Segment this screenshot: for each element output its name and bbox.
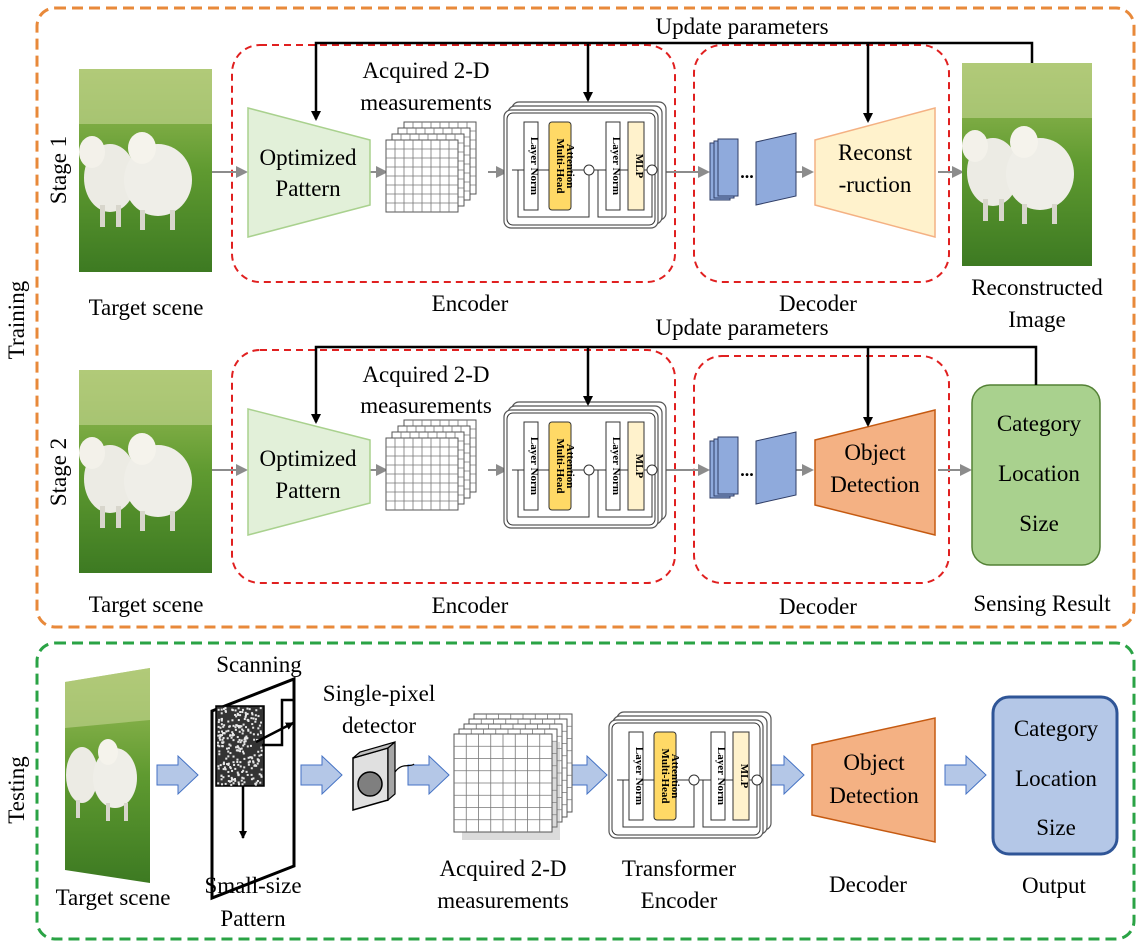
stage2-object-detection-head: Object Detection	[814, 409, 936, 536]
stage2-optimized-pattern: Optimized Pattern	[247, 408, 371, 536]
stage2-target-scene-image	[79, 370, 212, 573]
testing-pattern-label-line2: Pattern	[220, 906, 286, 931]
stage2-measurements-label-line1: Acquired 2-D	[362, 362, 489, 387]
stage2-transformer-block: Layer Norm Multi-Head Attention Layer No…	[503, 401, 667, 529]
stage1-reconstructed-image	[962, 63, 1092, 266]
stage2-result-category: Category	[997, 411, 1082, 436]
stage1-encoder-label: Encoder	[432, 291, 509, 316]
svg-text:Object: Object	[843, 750, 905, 775]
testing-encoder-label-line2: Encoder	[641, 888, 718, 913]
stage1-decoder-label: Decoder	[779, 291, 857, 316]
svg-text:Layer Norm: Layer Norm	[610, 137, 622, 195]
stage2-decoder-label: Decoder	[779, 594, 857, 619]
testing-transformer-block: Layer Norm Multi-Head Attention Layer No…	[608, 711, 772, 839]
svg-text:MLP: MLP	[633, 454, 645, 479]
svg-text:Layer Norm: Layer Norm	[715, 747, 727, 805]
testing-object-detection-head: Object Detection	[811, 717, 936, 843]
stage2-sensing-result-label: Sensing Result	[973, 591, 1111, 616]
svg-text:Attention: Attention	[669, 754, 681, 799]
testing-encoder-label-line1: Transformer	[622, 856, 736, 881]
stage1: Stage 1 Target scene Encoder Decoder	[46, 14, 1103, 332]
stage1-encoder-box	[231, 44, 676, 283]
testing-target-scene-label: Target scene	[56, 885, 171, 910]
svg-text:Pattern: Pattern	[275, 176, 341, 201]
testing-output-label: Output	[1022, 873, 1087, 898]
testing-target-scene-image	[65, 668, 150, 883]
svg-text:Multi-Head: Multi-Head	[554, 439, 566, 494]
testing-measurement-grids	[453, 713, 573, 840]
svg-text:Layer Norm: Layer Norm	[610, 437, 622, 495]
stage1-measurement-grids	[385, 121, 477, 213]
testing-scanning-label: Scanning	[216, 652, 302, 677]
testing-output-category: Category	[1014, 716, 1099, 741]
stage1-transformer-block: Layer Norm Multi-Head Attention Layer No…	[503, 101, 667, 229]
testing-scanning-pattern	[210, 676, 296, 901]
testing-flow-arrows	[156, 754, 987, 796]
svg-text:Layer Norm: Layer Norm	[528, 137, 540, 195]
stage1-label: Stage 1	[46, 136, 71, 204]
svg-text:Pattern: Pattern	[275, 478, 341, 503]
stage1-reconstruction-head: Reconst -ruction	[814, 107, 936, 238]
stage2: Stage 2 Target scene Encoder Decoder Opt…	[46, 315, 1111, 619]
testing-detector-label-line1: Single-pixel	[323, 681, 435, 706]
testing-single-pixel-detector	[352, 740, 415, 811]
testing-detector-label-line2: detector	[342, 713, 416, 738]
stage1-measurements-label-line2: measurements	[360, 90, 492, 115]
stage2-result-location: Location	[998, 461, 1080, 486]
stage2-feature-maps: ...	[709, 431, 797, 505]
stage1-update-parameters-label: Update parameters	[655, 14, 828, 39]
testing-output-location: Location	[1015, 766, 1097, 791]
stage2-result-size: Size	[1019, 511, 1059, 536]
testing-frame	[35, 641, 1136, 941]
stage2-measurement-grids	[385, 419, 477, 511]
svg-text:Detection: Detection	[829, 783, 919, 808]
stage2-encoder-label: Encoder	[432, 593, 509, 618]
svg-text:Attention: Attention	[564, 444, 576, 489]
stage1-decoder-box	[693, 44, 950, 283]
stage1-output-label-line1: Reconstructed	[971, 275, 1103, 300]
svg-text:Attention: Attention	[564, 144, 576, 189]
stage1-measurements-label-line1: Acquired 2-D	[362, 58, 489, 83]
svg-text:MLP: MLP	[633, 154, 645, 179]
testing-measurements-label-line2: measurements	[437, 888, 569, 913]
stage1-output-label-line2: Image	[1008, 307, 1065, 332]
svg-text:...: ...	[740, 460, 754, 480]
svg-text:Layer Norm: Layer Norm	[633, 747, 645, 805]
training-label: Training	[4, 280, 29, 359]
stage1-feature-maps: ...	[709, 132, 797, 206]
stage2-encoder-box	[231, 349, 676, 584]
svg-text:Layer Norm: Layer Norm	[528, 437, 540, 495]
stage2-target-scene-label: Target scene	[89, 592, 204, 617]
svg-text:-ruction: -ruction	[839, 172, 912, 197]
stage2-sensing-result-box: Category Location Size	[971, 384, 1101, 566]
training-frame	[35, 6, 1136, 629]
svg-text:Reconst: Reconst	[838, 140, 913, 165]
testing-pipeline: Target scene Scanning Small-size Pattern	[56, 652, 1119, 931]
stage2-update-parameters-label: Update parameters	[655, 315, 828, 340]
testing-label: Testing	[4, 756, 29, 824]
svg-text:Multi-Head: Multi-Head	[554, 139, 566, 194]
stage2-label: Stage 2	[46, 438, 71, 506]
svg-text:Optimized: Optimized	[259, 145, 357, 170]
testing-output-size: Size	[1036, 815, 1076, 840]
svg-text:Optimized: Optimized	[259, 446, 357, 471]
testing-pattern-label-line1: Small-size	[204, 873, 301, 898]
svg-text:...: ...	[740, 162, 754, 182]
testing-decoder-label: Decoder	[829, 872, 907, 897]
stage2-measurements-label-line2: measurements	[360, 393, 492, 418]
stage1-optimized-pattern: Optimized Pattern	[247, 107, 371, 238]
stage1-target-scene-image	[79, 69, 212, 272]
stage1-target-scene-label: Target scene	[89, 295, 204, 320]
testing-measurements-label-line1: Acquired 2-D	[439, 856, 566, 881]
svg-text:Object: Object	[844, 440, 906, 465]
testing-output-box: Category Location Size	[991, 695, 1119, 856]
svg-text:Multi-Head: Multi-Head	[659, 749, 671, 804]
svg-text:Detection: Detection	[830, 472, 920, 497]
svg-text:MLP: MLP	[738, 764, 750, 789]
